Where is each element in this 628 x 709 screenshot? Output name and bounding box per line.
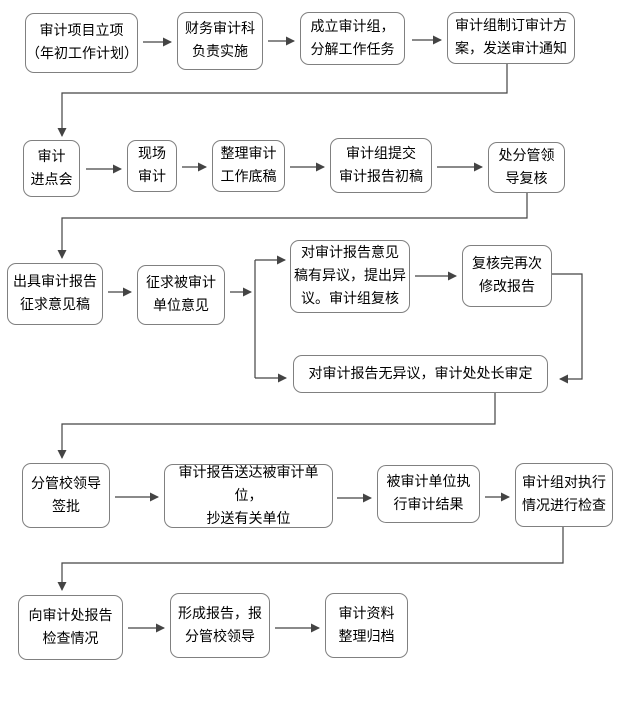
flow-node-form-audit-team: 成立审计组， 分解工作任务 (300, 12, 405, 65)
flow-node-audit-plan-notice: 审计组制订审计方 案，发送审计通知 (447, 12, 575, 64)
flow-node-execute-results: 被审计单位执 行审计结果 (377, 465, 480, 523)
flow-node-solicit-opinions: 征求被审计 单位意见 (137, 265, 225, 325)
flow-node-check-execution: 审计组对执行 情况进行检查 (515, 463, 613, 527)
flow-node-working-papers: 整理审计 工作底稿 (212, 140, 285, 192)
flow-node-objection: 对审计报告意见 稿有异议，提出异 议。审计组复核 (290, 240, 410, 313)
edge-revise-to-noobjection (551, 273, 583, 384)
edge-plan-to-entry (57, 64, 508, 137)
flow-node-entry-meeting: 审计 进点会 (23, 140, 80, 197)
flow-node-report-check: 向审计处报告 检查情况 (18, 595, 123, 660)
flow-node-revise-report: 复核完再次 修改报告 (462, 245, 552, 307)
flow-node-leader-sign: 分管校领导 签批 (22, 463, 110, 528)
flow-node-form-report: 形成报告，报 分管校领导 (170, 593, 270, 658)
flow-node-project-initiation: 审计项目立项 （年初工作计划） (25, 13, 138, 73)
flow-node-archive: 审计资料 整理归档 (325, 593, 408, 658)
flow-node-no-objection: 对审计报告无异议，审计处处长审定 (293, 355, 548, 393)
flow-node-finance-audit-dept: 财务审计科 负责实施 (177, 12, 263, 70)
flow-node-draft-report: 审计组提交 审计报告初稿 (330, 138, 432, 193)
flow-node-deliver-report: 审计报告送达被审计单位， 抄送有关单位 (164, 464, 333, 528)
flow-node-onsite-audit: 现场 审计 (127, 140, 177, 192)
flow-node-issue-draft: 出具审计报告 征求意见稿 (7, 263, 103, 325)
edge-check-to-report (57, 527, 564, 591)
edge-noobjection-to-sign (57, 392, 496, 459)
flow-node-leader-review: 处分管领 导复核 (488, 142, 565, 193)
